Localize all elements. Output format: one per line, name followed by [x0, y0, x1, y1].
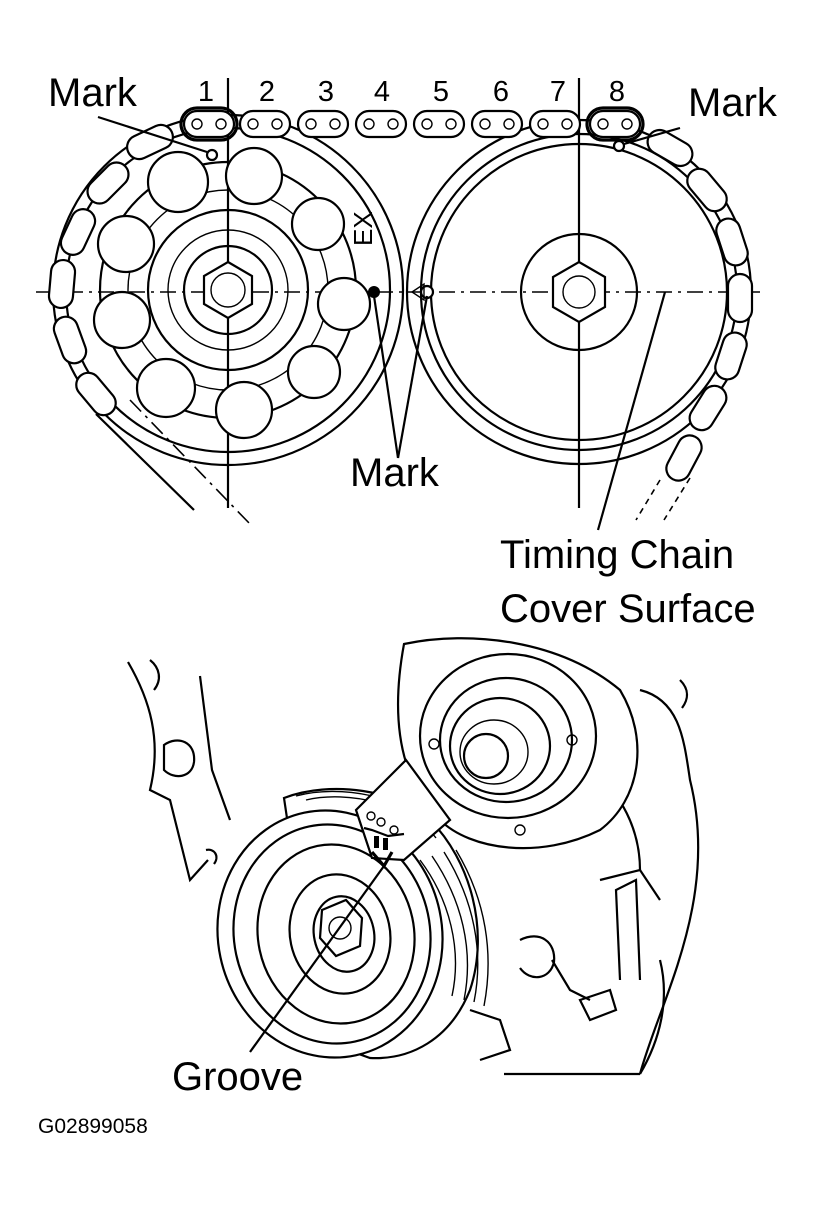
left-camshaft-sprocket	[51, 113, 405, 467]
mark-label-top-right: Mark	[688, 81, 778, 125]
figure-code: G02899058	[38, 1115, 148, 1138]
link-number-7: 7	[550, 76, 566, 108]
right-sprocket-timing-mark	[612, 139, 626, 153]
camshaft-sprocket-assembly	[36, 78, 760, 531]
link-number-2: 2	[259, 76, 275, 108]
upper-housing	[396, 637, 639, 850]
exhaust-marking: EX	[348, 211, 378, 246]
timing-chain	[47, 106, 754, 525]
left-sprocket-bolt	[202, 260, 254, 320]
timing-chain-cover-label-line2: Cover Surface	[500, 587, 756, 631]
engine-block-outline	[127, 659, 700, 1076]
ex-timing-mark	[368, 286, 380, 298]
left-sprocket-timing-mark	[205, 148, 219, 162]
marked-link-1	[179, 106, 239, 142]
link-number-1: 1	[198, 76, 214, 108]
link-number-4: 4	[374, 76, 390, 108]
crankshaft-pulley-assembly	[127, 637, 700, 1076]
right-sprocket-bolt	[551, 260, 607, 324]
groove-label: Groove	[172, 1055, 303, 1099]
marked-link-8	[585, 106, 645, 142]
chain-link-numbers: 1 2 3 4 5 6 7 8	[198, 76, 625, 108]
link-number-5: 5	[433, 76, 449, 108]
link-number-8: 8	[609, 76, 625, 108]
crankshaft-pulley	[216, 788, 489, 1060]
link-number-6: 6	[493, 76, 509, 108]
mark-label-center: Mark	[350, 451, 440, 495]
link-number-3: 3	[318, 76, 334, 108]
timing-chain-cover-label-line1: Timing Chain	[500, 533, 734, 577]
right-side-details	[469, 878, 642, 1062]
mark-label-top-left: Mark	[48, 71, 138, 115]
